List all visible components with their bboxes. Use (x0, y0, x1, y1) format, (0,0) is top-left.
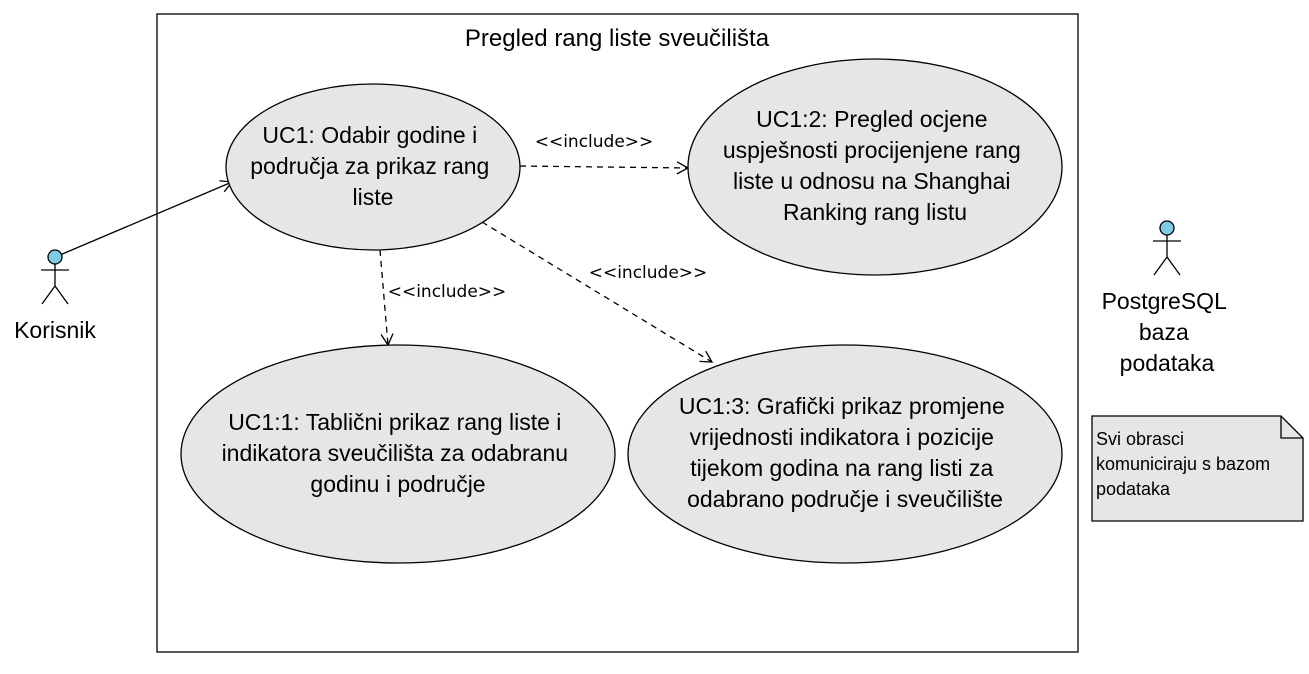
actor-postgresql-head-icon (1159, 220, 1175, 236)
use-case-uc1-2[interactable]: UC1:2: Pregled ocjene uspješnosti procij… (687, 58, 1063, 276)
use-case-uc1-3-line-1: UC1:3: Grafički prikaz promjene (679, 393, 1005, 419)
use-case-uc1-line-3: liste (353, 184, 394, 210)
use-case-uc1-3-line-2: vrijednosti indikatora i pozicije (690, 424, 994, 450)
note-shape (1091, 415, 1304, 522)
use-case-uc1-3-label: UC1:3: Grafički prikaz promjene vrijedno… (679, 393, 1011, 512)
use-case-uc1-2-line-4: Ranking rang listu (783, 199, 967, 225)
use-case-uc1-line-1: UC1: Odabir godine i (262, 122, 477, 148)
use-case-uc1-label: UC1: Odabir godine i područja za prikaz … (250, 122, 495, 210)
note: Svi obrasci komuniciraju s bazom podatak… (1091, 415, 1304, 522)
actor-postgresql[interactable]: PostgreSQL baza podataka (1102, 220, 1233, 376)
use-case-uc1-line-2: područja za prikaz rang (250, 153, 489, 179)
use-case-uc1-3-line-3: tijekom godina na rang listi za (690, 455, 993, 481)
use-case-uc1-1-line-3: godinu i područje (310, 471, 485, 497)
note-line-2: komuniciraju s bazom (1096, 454, 1270, 474)
use-case-uc1-2-line-2: uspješnosti procijenjene rang (723, 137, 1021, 163)
association-korisnik-uc1 (59, 180, 234, 256)
system-boundary-title: Pregled rang liste sveučilišta (465, 25, 770, 52)
use-case-uc1-1-line-2: indikatora sveučilišta za odabranu (222, 440, 568, 466)
include-label-uc1-3: <<include>> (589, 263, 708, 283)
use-case-uc1-1[interactable]: UC1:1: Tablični prikaz rang liste i indi… (180, 344, 616, 564)
note-fold-corner (1280, 416, 1303, 439)
actor-postgresql-label: PostgreSQL baza podataka (1102, 288, 1233, 376)
use-case-uc1-1-line-1: UC1:1: Tablični prikaz rang liste i (228, 409, 561, 435)
note-text: Svi obrasci komuniciraju s bazom podatak… (1096, 429, 1275, 499)
actor-postgresql-leg-right (1166, 256, 1181, 276)
actor-postgresql-leg-left (1153, 256, 1168, 276)
include-arrow-uc1-uc1-1 (379, 249, 394, 347)
use-case-uc1-2-line-3: liste u odnosu na Shanghai (733, 168, 1011, 194)
include-arrow-uc1-uc1-3 (481, 221, 714, 363)
include-label-uc1-1: <<include>> (388, 282, 507, 302)
actor-korisnik-line-1: Korisnik (14, 317, 96, 343)
use-case-uc1-2-line-1: UC1:2: Pregled ocjene (756, 106, 987, 132)
actor-korisnik[interactable]: Korisnik (14, 249, 96, 343)
use-case-uc1-2-ellipse (687, 58, 1063, 276)
note-line-3: podataka (1096, 479, 1171, 499)
use-case-uc1-ellipse (225, 83, 521, 251)
note-line-1: Svi obrasci (1096, 429, 1184, 449)
actor-korisnik-leg-right (54, 285, 69, 305)
use-case-uc1-1-ellipse (180, 344, 616, 564)
include-label-uc1-2: <<include>> (535, 132, 654, 152)
use-case-uc1[interactable]: UC1: Odabir godine i područja za prikaz … (225, 83, 521, 251)
use-case-uc1-2-label: UC1:2: Pregled ocjene uspješnosti procij… (723, 106, 1027, 225)
use-case-uc1-3-ellipse (627, 344, 1063, 564)
actor-korisnik-label: Korisnik (14, 317, 96, 343)
actor-postgresql-line-2: baza (1139, 319, 1189, 345)
actor-postgresql-line-3: podataka (1120, 350, 1215, 376)
actor-korisnik-head-icon (47, 249, 63, 265)
actor-postgresql-line-1: PostgreSQL (1102, 288, 1227, 314)
use-case-uc1-3-line-4: odabrano područje i sveučilište (687, 486, 1003, 512)
use-case-uc1-3[interactable]: UC1:3: Grafički prikaz promjene vrijedno… (627, 344, 1063, 564)
actor-korisnik-leg-left (41, 285, 56, 305)
use-case-uc1-1-label: UC1:1: Tablični prikaz rang liste i indi… (222, 409, 575, 497)
